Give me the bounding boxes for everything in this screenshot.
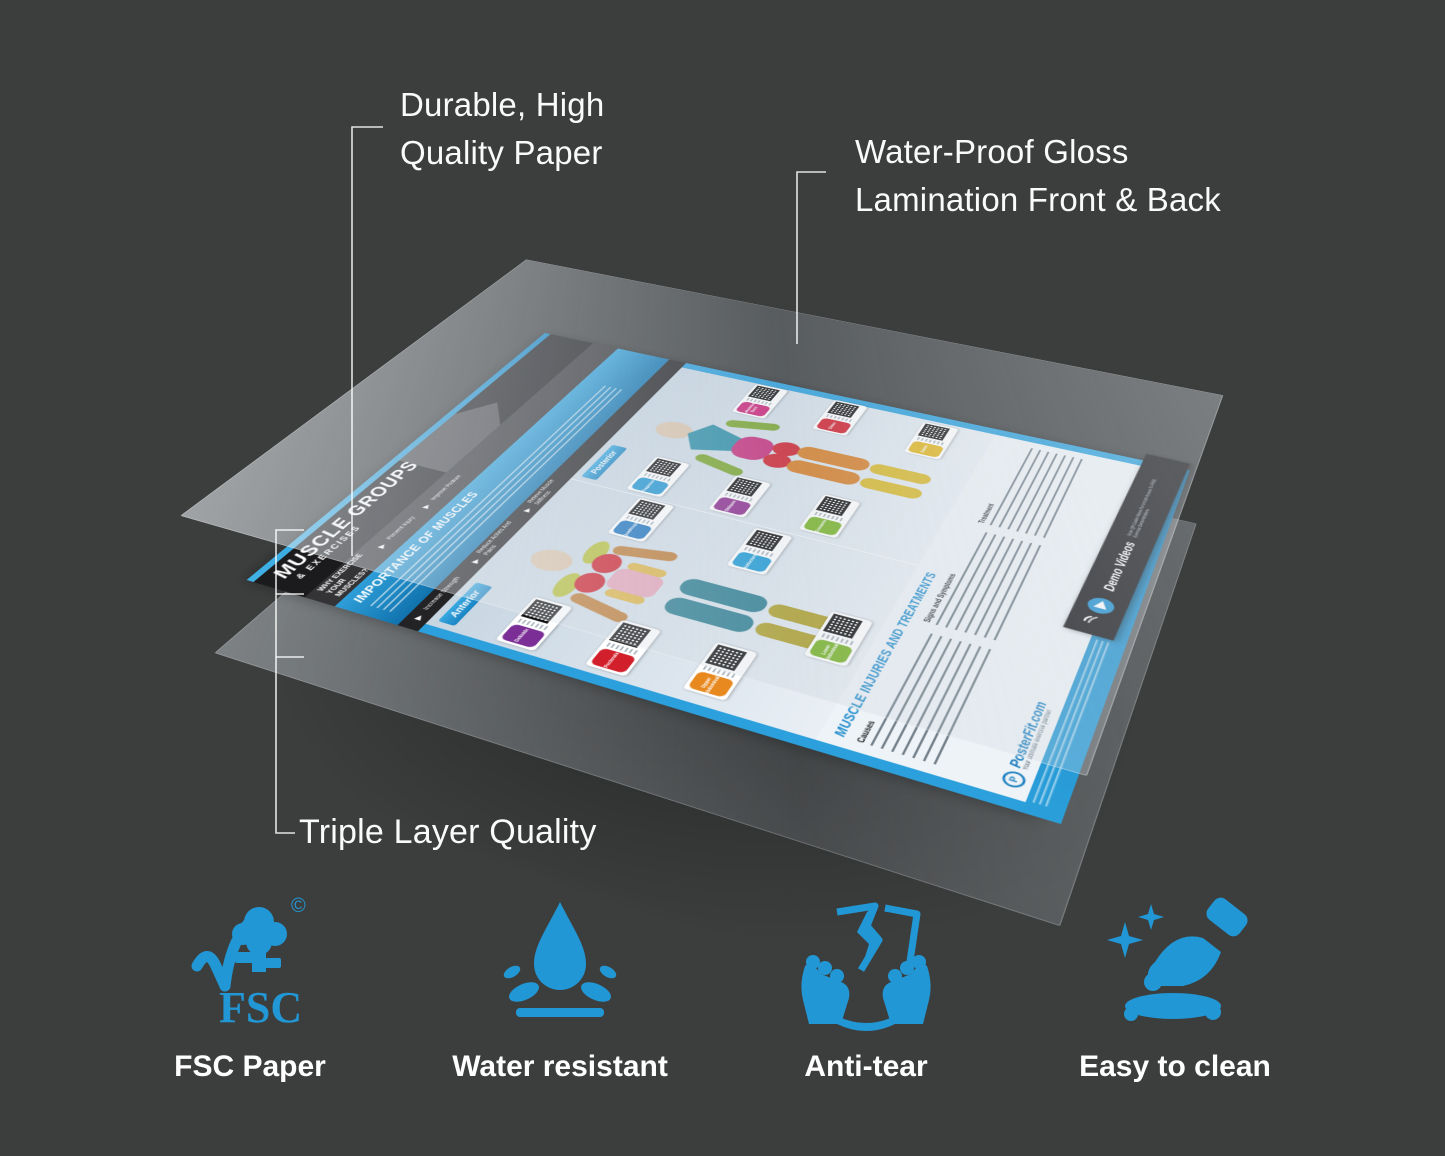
posterfit-logo-icon: P bbox=[999, 768, 1028, 790]
svg-text:FSC: FSC bbox=[219, 983, 302, 1032]
feature-water-resistant: Water resistant bbox=[410, 890, 710, 1084]
fsc-logo-icon: FSC © bbox=[100, 890, 400, 1036]
feature-easy-clean: Easy to clean bbox=[1025, 890, 1325, 1084]
anti-tear-hands-icon bbox=[716, 890, 1016, 1036]
feature-label: Easy to clean bbox=[1079, 1050, 1271, 1083]
clean-hand-icon bbox=[1025, 890, 1325, 1036]
water-drop-icon bbox=[410, 890, 710, 1036]
feature-label: Anti-tear bbox=[804, 1050, 928, 1083]
callout-triple-layer: Triple Layer Quality bbox=[299, 813, 597, 851]
callout-durable: Durable, High Quality Paper bbox=[400, 86, 605, 171]
callout-lamination: Water-Proof Gloss Lamination Front & Bac… bbox=[855, 133, 1221, 218]
feature-label: Water resistant bbox=[452, 1050, 668, 1083]
feature-fsc: FSC © FSC Paper bbox=[100, 890, 400, 1084]
feature-row: FSC © FSC Paper Water resistant bbox=[0, 890, 1445, 1120]
arrow-icon: ▶ bbox=[411, 613, 425, 621]
feature-label: FSC Paper bbox=[174, 1050, 326, 1083]
poster-stack: MUSCLE GROUPS & EXERCISES WHY EXERCISE Y… bbox=[124, 120, 1235, 1044]
feature-anti-tear: Anti-tear bbox=[716, 890, 1016, 1084]
svg-text:©: © bbox=[291, 895, 306, 917]
